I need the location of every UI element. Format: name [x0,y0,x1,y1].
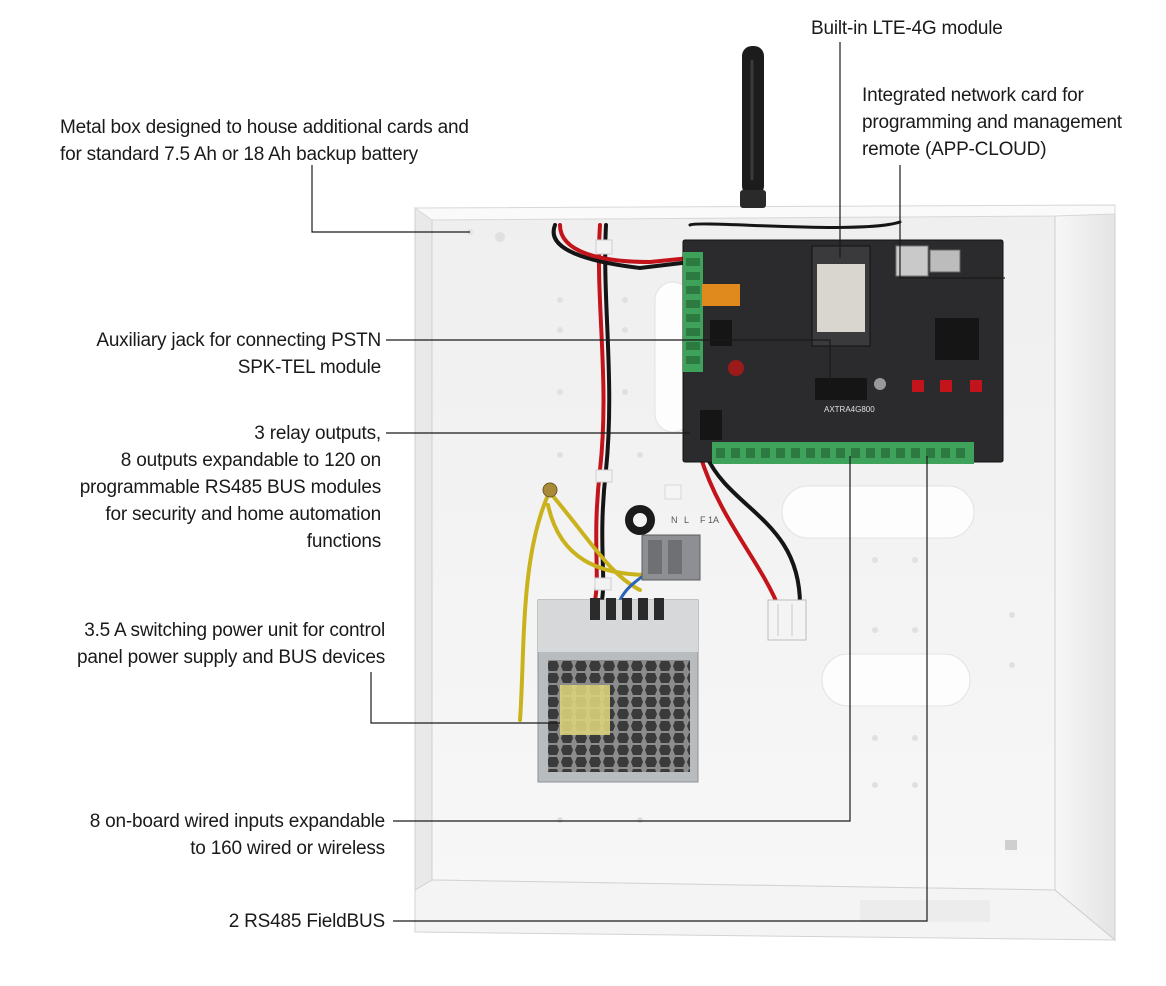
board-model-label: AXTRA4G800 [824,405,875,414]
control-board: AXTRA4G800 [682,239,1004,464]
callout-metal-box-line: Metal box designed to house additional c… [60,117,469,138]
callout-aux-jack: Auxiliary jack for connecting PSTN SPK-T… [96,327,381,381]
mains-label-l: L [684,515,689,525]
callout-relay-outputs-line: functions [306,531,381,552]
network-connector [929,249,961,273]
leader-network-card [899,165,1005,279]
callout-wired-inputs: 8 on-board wired inputs expandable to 16… [89,808,386,862]
aux-jack-header [815,378,867,400]
callout-relay-outputs-line: for security and home automation [105,504,381,525]
callout-relay-outputs: 3 relay outputs, 8 outputs expandable to… [79,420,382,555]
enclosure-floor [414,879,1117,941]
callout-power-unit-line: 3.5 A switching power unit for control [84,620,385,641]
callout-metal-box-line: for standard 7.5 Ah or 18 Ah backup batt… [60,144,418,165]
ground-screw [542,482,558,498]
leader-power-unit [370,672,560,724]
callout-relay-outputs-line: programmable RS485 BUS modules [79,477,382,498]
callout-relay-outputs-line: 8 outputs expandable to 120 on [120,450,381,471]
sim-slot [895,245,929,277]
callout-fieldbus: 2 RS485 FieldBUS [229,908,385,935]
battery-connector [767,599,807,641]
leader-metal-box [311,165,470,233]
callout-network-card-line: remote (APP-CLOUD) [862,139,1047,160]
callout-wired-inputs-line: 8 on-board wired inputs expandable [89,811,386,832]
leader-wired-inputs [393,456,851,822]
callout-power-unit-line: panel power supply and BUS devices [77,647,385,668]
callout-metal-box: Metal box designed to house additional c… [60,114,469,168]
callout-network-card-line: programming and management [862,112,1122,133]
mains-label-fuse: F 1A [700,515,719,525]
callout-wired-inputs-line: to 160 wired or wireless [190,838,385,859]
leader-fieldbus [393,456,928,922]
ferrite-ring [625,505,655,535]
leader-lines [311,42,1005,922]
enclosure-left-wall [414,207,433,891]
back-slot [781,485,975,539]
mains-terminal: N L F 1A [641,484,719,581]
cable-ties [594,239,613,591]
callout-network-card-line: Integrated network card for [862,85,1084,106]
power-supply-unit [537,598,699,783]
mains-label-n: N [671,515,678,525]
enclosure-top-rim [413,204,1116,221]
callout-fieldbus-line: 2 RS485 FieldBUS [228,911,385,932]
enclosure-right-wall [1054,204,1116,942]
back-slot [821,653,971,707]
relay [702,284,740,306]
left-terminal-strip [683,252,703,372]
callout-lte-module: Built-in LTE-4G module [811,15,1003,42]
callout-power-unit: 3.5 A switching power unit for control p… [77,617,385,671]
wiring [518,220,902,722]
callout-aux-jack-line: SPK-TEL module [237,357,381,378]
callout-network-card: Integrated network card for programming … [862,82,1122,163]
lte-antenna [740,46,766,208]
leader-aux-jack [386,339,831,385]
callout-lte-module-line: Built-in LTE-4G module [811,18,1003,39]
callout-relay-outputs-line: 3 relay outputs, [254,423,381,444]
processor-chip [935,318,979,360]
callout-aux-jack-line: Auxiliary jack for connecting PSTN [96,330,381,351]
